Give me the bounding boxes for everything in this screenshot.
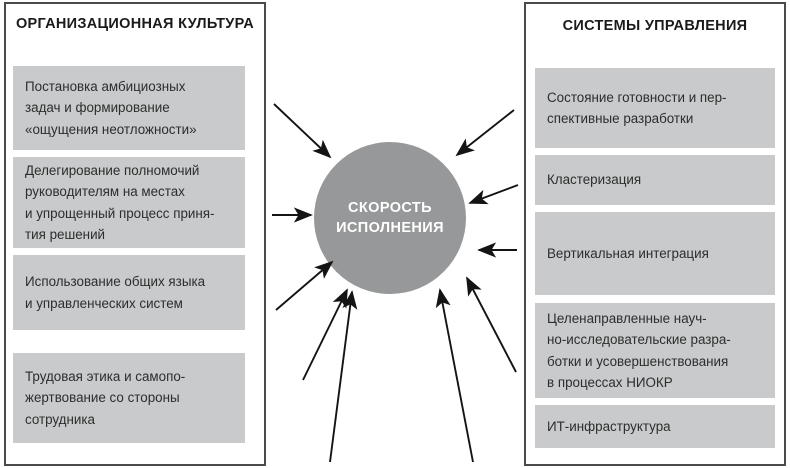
left-item-2-label: Делегирование полномочий руководителям н… [25, 162, 215, 243]
left-item-1-label: Постановка амбициозных задач и формирова… [25, 78, 197, 137]
left-panel-title: ОРГАНИЗАЦИОННАЯ КУЛЬТУРА [15, 16, 255, 32]
right-item-3: Вертикальная интеграция [535, 212, 775, 295]
left-item-4: Трудовая этика и самопо- жертвование со … [13, 353, 245, 443]
right-item-2: Кластеризация [535, 155, 775, 205]
center-node-label: СКОРОСТЬ ИСПОЛНЕНИЯ [336, 200, 444, 236]
arrow-upper-right [468, 184, 519, 205]
arrow-bottom-center-left [329, 290, 358, 463]
left-item-2: Делегирование полномочий руководителям н… [13, 157, 245, 248]
arrow-bottom-left [302, 288, 348, 381]
right-item-4: Целенаправленные науч- но-исследовательс… [535, 303, 775, 398]
arrow-top-right [455, 109, 515, 157]
arrow-lower-left [275, 260, 334, 311]
left-item-3: Использование общих языка и управленческ… [13, 255, 245, 330]
right-panel-title: СИСТЕМЫ УПРАВЛЕНИЯ [562, 18, 748, 34]
right-item-1-label: Состояние готовности и пер- спективные р… [547, 89, 727, 127]
left-item-4-label: Трудовая этика и самопо- жертвование со … [25, 368, 186, 427]
right-item-5: ИТ-инфраструктура [535, 405, 775, 448]
left-item-3-label: Использование общих языка и управленческ… [25, 274, 206, 311]
center-node: СКОРОСТЬ ИСПОЛНЕНИЯ [314, 142, 466, 294]
right-item-3-label: Вертикальная интеграция [547, 245, 709, 261]
right-item-2-label: Кластеризация [547, 172, 642, 188]
right-item-1: Состояние готовности и пер- спективные р… [535, 68, 775, 148]
left-item-1: Постановка амбициозных задач и формирова… [13, 66, 245, 150]
right-item-5-label: ИТ-инфраструктура [547, 418, 671, 434]
arrow-upper-left [273, 103, 332, 159]
right-item-4-label: Целенаправленные науч- но-исследовательс… [547, 310, 731, 391]
arrow-bottom-right [466, 276, 517, 373]
arrow-bottom-center-right [435, 288, 474, 463]
